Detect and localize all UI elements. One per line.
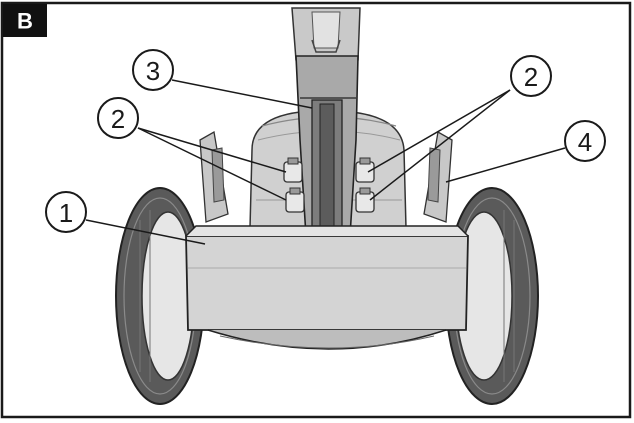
floor-machine-drawing [115,7,539,405]
wheel-brackets [199,130,453,223]
callout-4-label: 4 [578,127,592,157]
callout-2-right-label: 2 [524,62,538,92]
callout-3: 3 [132,49,174,91]
callout-2-right: 2 [510,55,552,97]
callout-3-label: 3 [146,56,160,86]
callout-1-label: 1 [59,198,73,228]
leader-2-right-b [369,89,511,201]
screws-right [355,157,375,213]
leader-4 [445,147,566,183]
callout-4: 4 [564,120,606,162]
leader-lines [85,79,566,245]
leader-2-left-a [137,127,287,173]
leader-2-left-b [137,127,287,201]
leader-2-right-a [367,89,511,173]
leader-3 [171,79,313,109]
callout-2-left-label: 2 [111,104,125,134]
front-cover [185,235,469,331]
screws-left [283,157,305,213]
panel-label: B [17,9,33,34]
leader-1 [85,219,206,245]
left-wheel [115,187,205,405]
right-wheel [445,187,539,405]
panel-label-box [3,4,47,37]
callout-2-left: 2 [97,97,139,139]
callout-1: 1 [45,191,87,233]
